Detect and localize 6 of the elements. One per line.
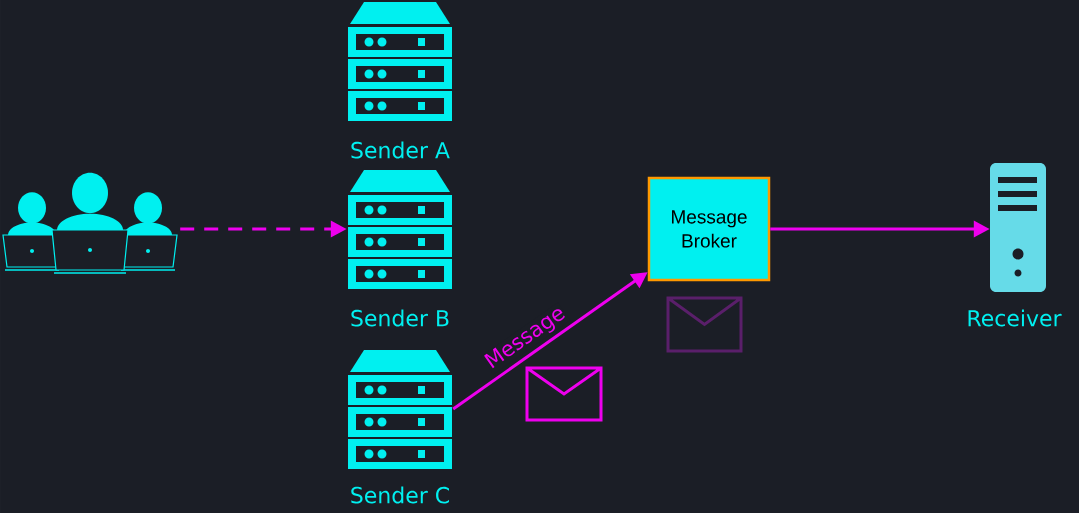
- broker-box: Message Broker: [647, 176, 771, 282]
- server-label: Sender A: [351, 141, 450, 159]
- server-label: Sender B: [351, 309, 449, 327]
- receiver-label: Receiver: [968, 309, 1062, 327]
- server-label: Sender C: [351, 486, 449, 504]
- picture: [2, 172, 178, 274]
